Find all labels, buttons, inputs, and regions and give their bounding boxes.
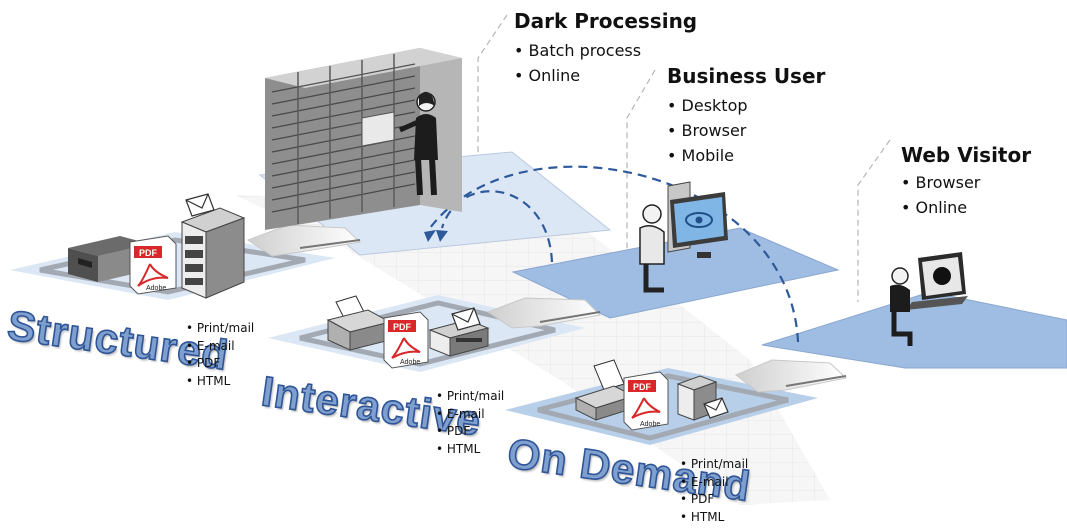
- envelope-icon: [185, 193, 215, 217]
- list-item: PDF: [680, 491, 748, 509]
- list-item: Browser: [901, 170, 981, 195]
- pdf-document-icon: PDF Adobe: [383, 311, 429, 369]
- server-rack-icon: [265, 48, 462, 230]
- printer-icon: [574, 359, 636, 421]
- arc-arrowhead: [436, 230, 448, 242]
- pdf-label: PDF: [139, 248, 158, 258]
- business-user-list: Desktop Browser Mobile: [667, 93, 748, 168]
- pdf-label: PDF: [393, 322, 412, 332]
- list-item: Desktop: [667, 93, 748, 118]
- leader-lines: [477, 14, 891, 302]
- adobe-acrobat-icon: [391, 337, 421, 359]
- adobe-label: Adobe: [146, 285, 166, 292]
- dark-processing-title: Dark Processing: [514, 9, 698, 33]
- adobe-acrobat-icon: [631, 397, 661, 419]
- list-item: HTML: [436, 441, 504, 459]
- list-item: Print/mail: [186, 320, 254, 338]
- business-user-title: Business User: [667, 64, 826, 88]
- list-item: Print/mail: [680, 456, 748, 474]
- flow-arcs: [429, 165, 800, 343]
- list-item: PDF: [436, 423, 504, 441]
- list-item: E-mail: [436, 406, 504, 424]
- envelope-icon: [451, 307, 481, 331]
- person-icon: [398, 91, 438, 196]
- web-visitor-title: Web Visitor: [901, 143, 1032, 167]
- pdf-document-icon: PDF Adobe: [623, 371, 669, 431]
- computer-monitor-icon: [667, 181, 728, 258]
- list-item: Batch process: [514, 38, 642, 63]
- list-item: PDF: [186, 355, 254, 373]
- list-item: Online: [514, 63, 641, 88]
- adobe-acrobat-icon: [137, 263, 169, 287]
- on-demand-outputs: Print/mail E-mail PDF HTML: [680, 456, 748, 526]
- envelope-icon: [703, 397, 729, 419]
- list-item: E-mail: [186, 338, 254, 356]
- arc-arrowhead: [424, 230, 436, 242]
- pdf-document-icon: PDF Adobe: [129, 235, 177, 295]
- server-rack-icon: [180, 207, 246, 299]
- flow-arrows: [246, 224, 848, 393]
- list-item: HTML: [680, 509, 748, 527]
- laptop-icon: [906, 252, 968, 310]
- adobe-label: Adobe: [640, 421, 660, 428]
- person-icon: [890, 267, 913, 346]
- structured-outputs: Print/mail E-mail PDF HTML: [186, 320, 254, 390]
- interactive-outputs: Print/mail E-mail PDF HTML: [436, 388, 504, 458]
- printer-icon: [326, 295, 392, 351]
- list-item: Mobile: [667, 143, 748, 168]
- adobe-label: Adobe: [400, 359, 420, 366]
- list-item: E-mail: [680, 474, 748, 492]
- list-item: Online: [901, 195, 980, 220]
- list-item: HTML: [186, 373, 254, 391]
- pdf-label: PDF: [633, 382, 652, 392]
- list-item: Browser: [667, 118, 748, 143]
- web-visitor-list: Browser Online: [901, 170, 981, 220]
- person-icon: [639, 204, 665, 293]
- dark-processing-list: Batch process Online: [514, 38, 642, 88]
- list-item: Print/mail: [436, 388, 504, 406]
